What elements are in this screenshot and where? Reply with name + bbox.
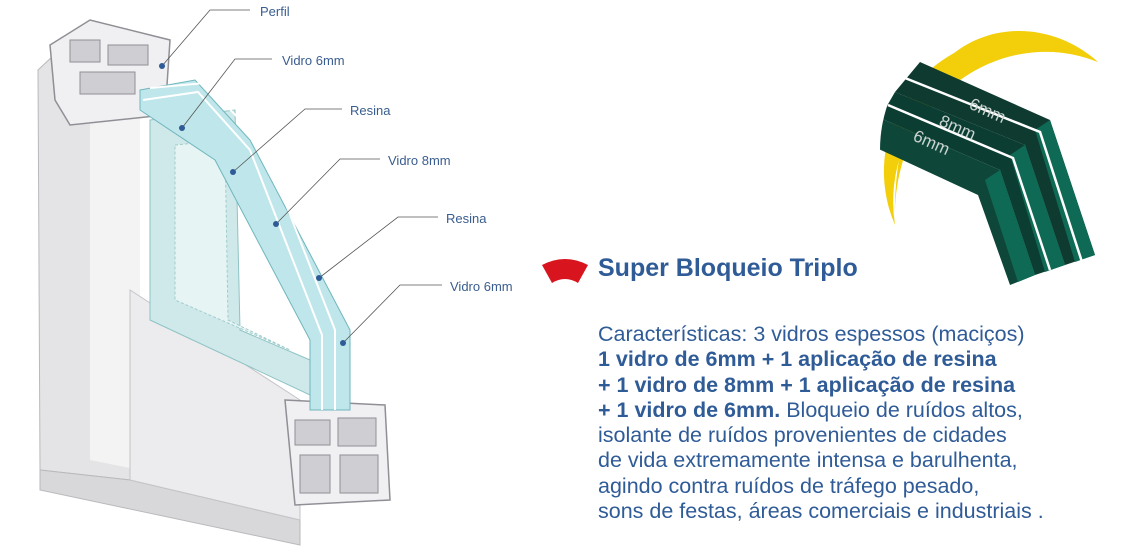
arrow-heads [159,63,346,346]
glass-panes [139,79,351,411]
description-line: de vida extremamente intensa e barulhent… [598,448,1018,473]
label-vidro-6mm-top: Vidro 6mm [282,53,345,68]
leader-lines [161,9,442,344]
triple-glass-illustration: 6mm 8mm 6mm [880,31,1098,285]
label-vidro-6mm-bottom: Vidro 6mm [450,279,513,294]
description-line: sons de festas, áreas comerciais e indus… [598,499,1044,524]
window-profile-diagram [37,9,442,546]
description: Características: 3 vidros espessos (maci… [598,322,1044,524]
description-line: isolante de ruídos provenientes de cidad… [598,423,1007,448]
description-bold: + 1 vidro de 6mm. [598,397,781,422]
section-title: Super Bloqueio Triplo [598,254,858,282]
description-line: Características: 3 vidros espessos (maci… [598,322,1025,346]
description-bold: + 1 vidro de 8mm + 1 aplicação de resina [598,372,1016,397]
label-resina-2: Resina [446,211,487,226]
description-line: agindo contra ruídos de tráfego pesado, [598,473,980,498]
red-ribbon-icon [542,259,588,283]
description-bold: 1 vidro de 6mm + 1 aplicação de resina [598,347,997,372]
label-perfil: Perfil [260,4,290,19]
description-line: Bloqueio de ruídos altos, [780,397,1023,422]
label-resina-1: Resina [350,103,391,118]
label-vidro-8mm: Vidro 8mm [388,153,451,168]
